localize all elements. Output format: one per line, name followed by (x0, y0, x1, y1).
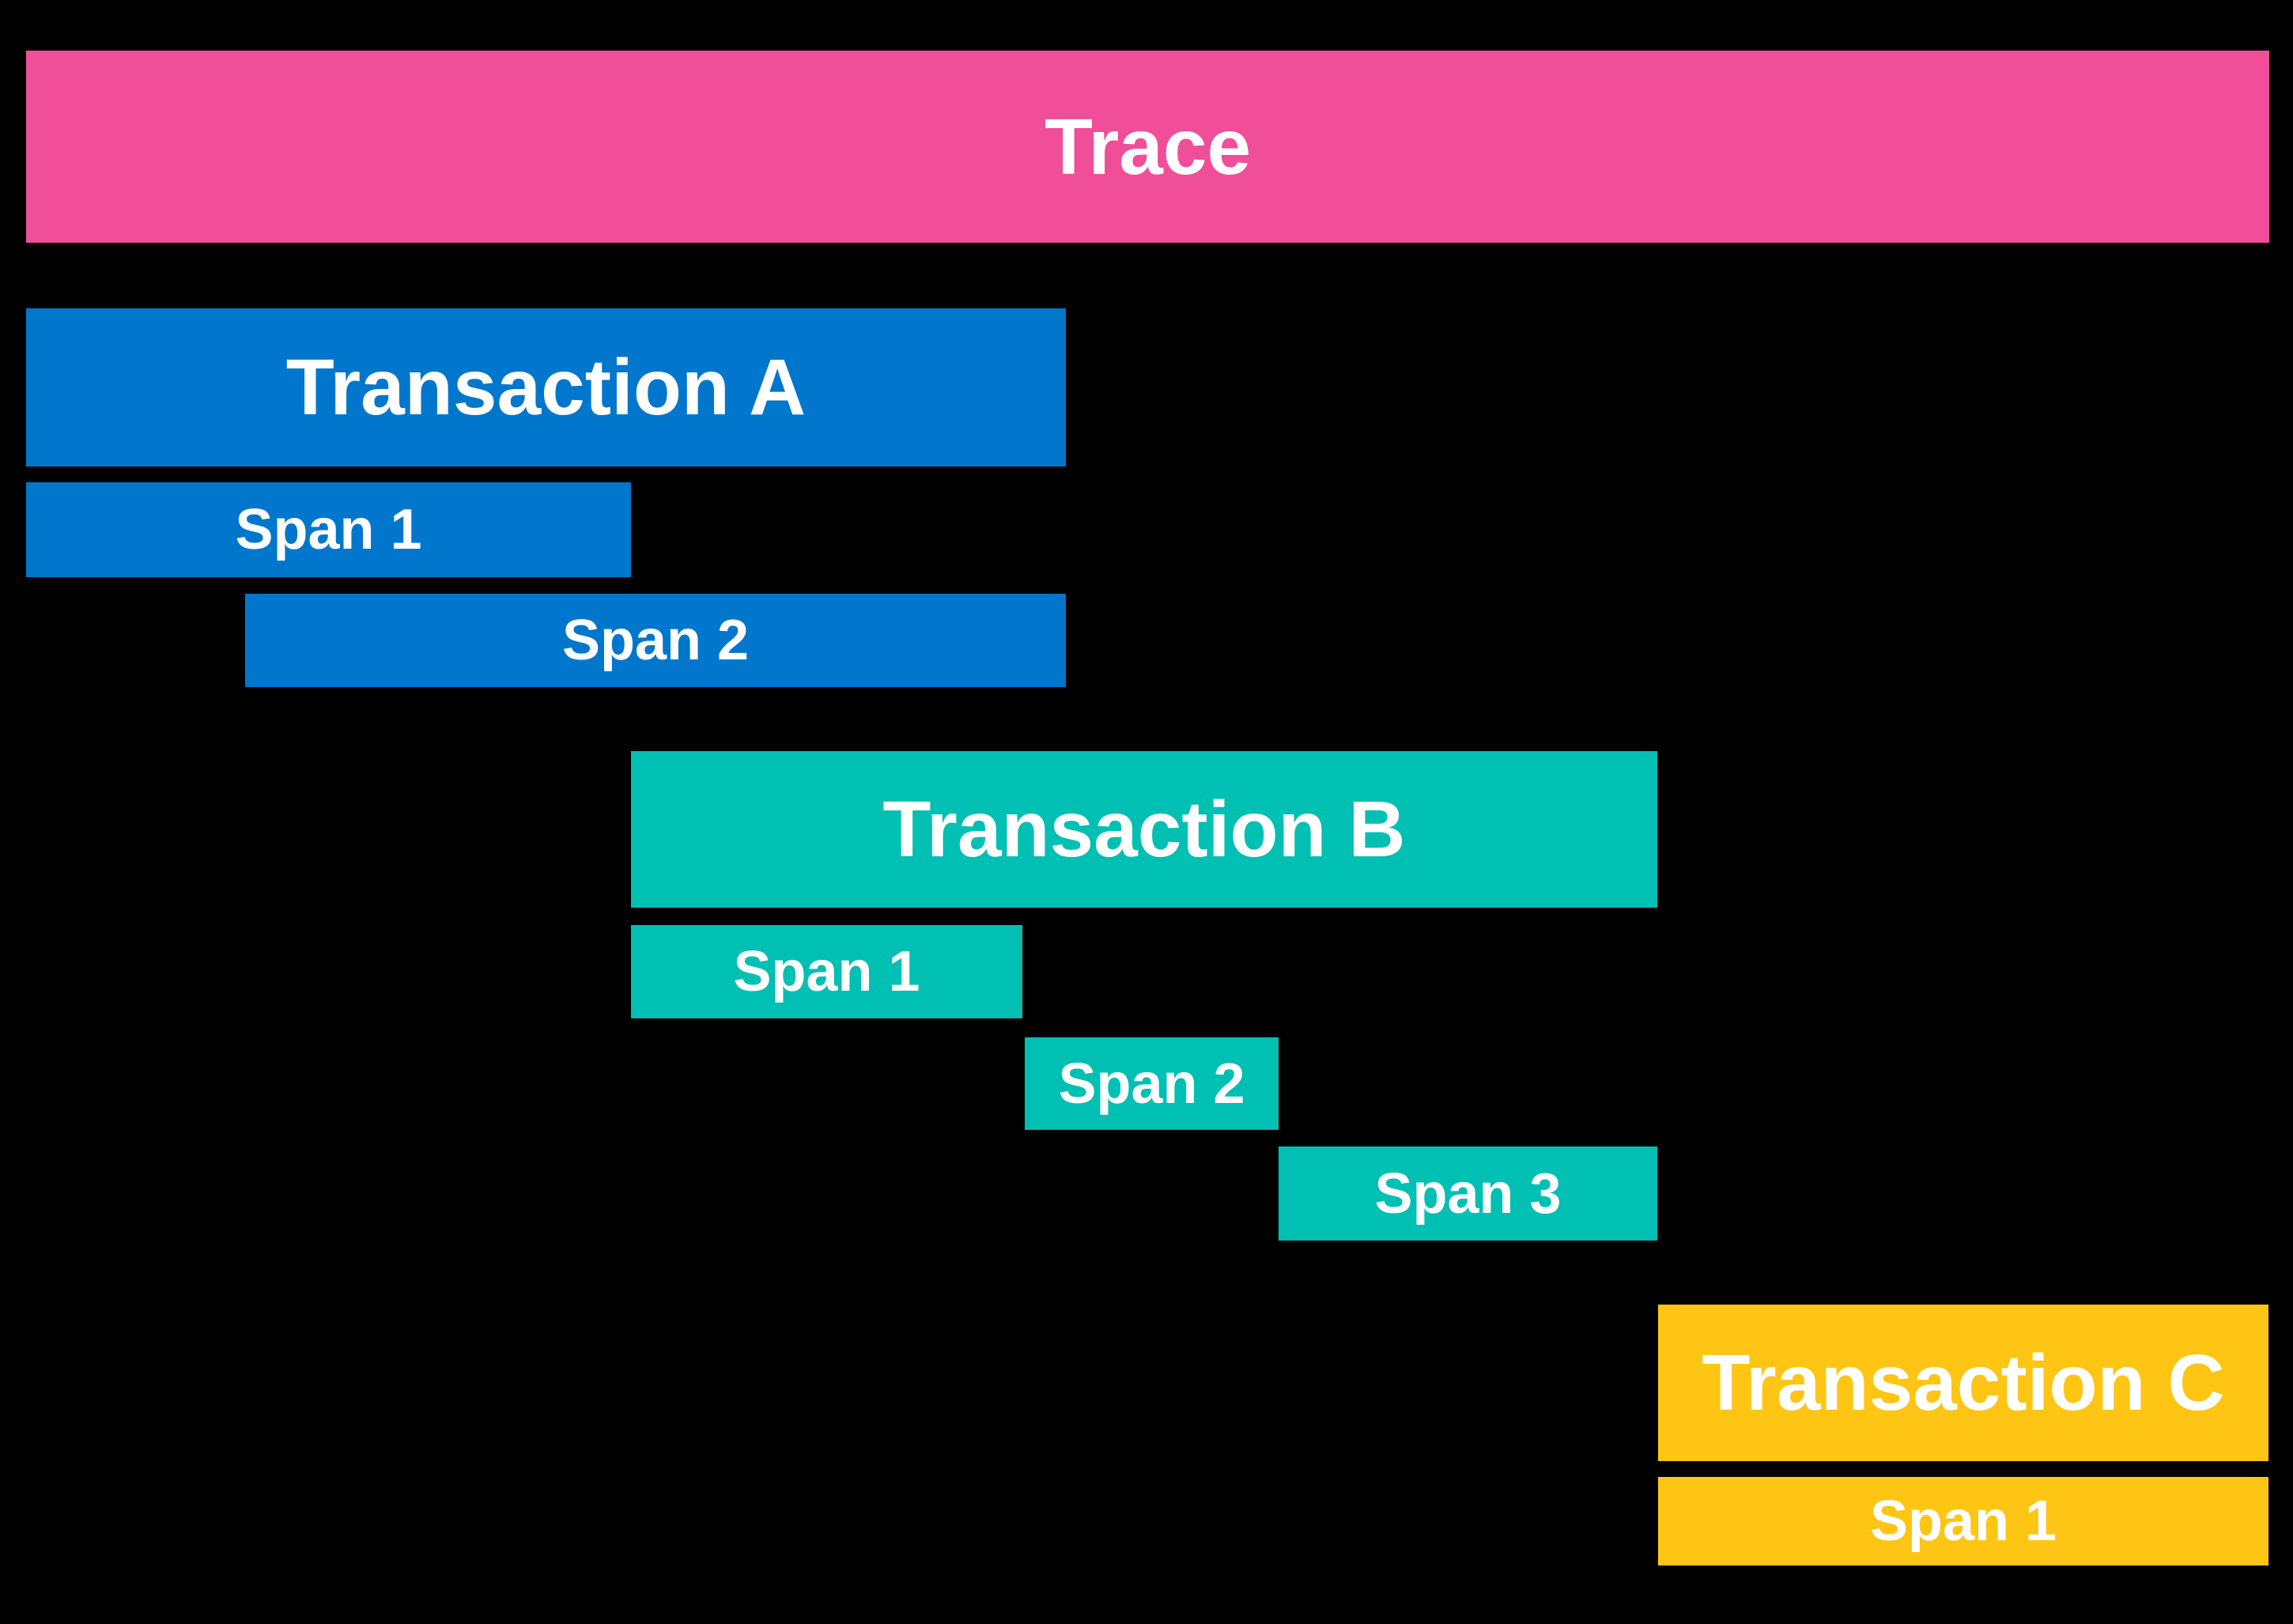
transaction-c-span-1-bar: Span 1 (1658, 1477, 2268, 1565)
transaction-b-span-3-label: Span 3 (1374, 1161, 1562, 1226)
transaction-b-span-3-bar: Span 3 (1279, 1146, 1657, 1241)
transaction-c-bar: Transaction C (1658, 1305, 2268, 1461)
transaction-b-span-1-bar: Span 1 (631, 925, 1022, 1018)
trace-bar: Trace (26, 51, 2269, 243)
transaction-a-span-2-label: Span 2 (561, 609, 750, 672)
transaction-b-bar: Transaction B (631, 751, 1657, 908)
transaction-b-span-1-label: Span 1 (733, 940, 920, 1003)
transaction-c-span-1-label: Span 1 (1869, 1490, 2057, 1553)
trace-label: Trace (1044, 102, 1252, 191)
transaction-c-label: Transaction C (1702, 1339, 2225, 1427)
transaction-a-label: Transaction A (285, 343, 807, 432)
transaction-b-span-2-bar: Span 2 (1025, 1037, 1279, 1130)
transaction-a-span-2-bar: Span 2 (245, 594, 1066, 687)
transaction-b-span-2-label: Span 2 (1058, 1052, 1245, 1116)
transaction-b-label: Transaction B (882, 785, 1406, 874)
transaction-a-bar: Transaction A (26, 308, 1066, 466)
transaction-a-span-1-bar: Span 1 (26, 482, 631, 577)
transaction-a-span-1-label: Span 1 (235, 498, 422, 561)
